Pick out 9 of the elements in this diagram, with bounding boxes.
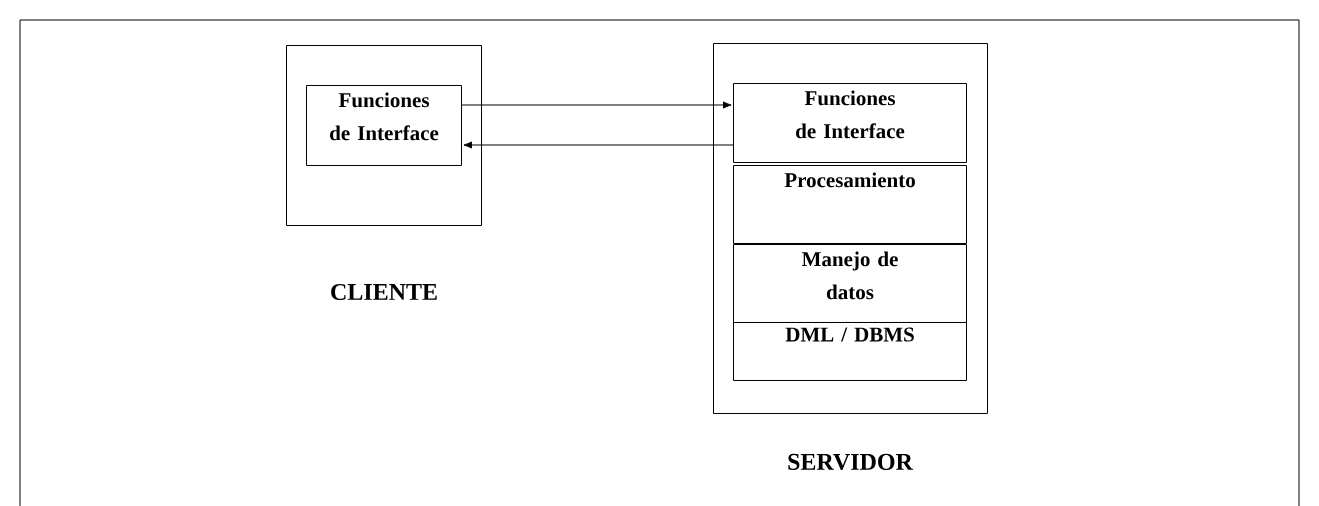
arrow — [463, 141, 734, 149]
layer-box: Procesamiento — [733, 165, 967, 244]
box-heading: SERVIDOR — [788, 453, 914, 471]
layer-box: Manejo de datos — [733, 244, 967, 323]
layer-box: Funciones de Interface — [733, 83, 967, 163]
arrow — [461, 101, 732, 109]
box-heading: CLIENTE — [331, 283, 437, 301]
layer-box: DML / DBMS — [733, 322, 967, 381]
layer-box: Funciones de Interface — [306, 85, 462, 166]
